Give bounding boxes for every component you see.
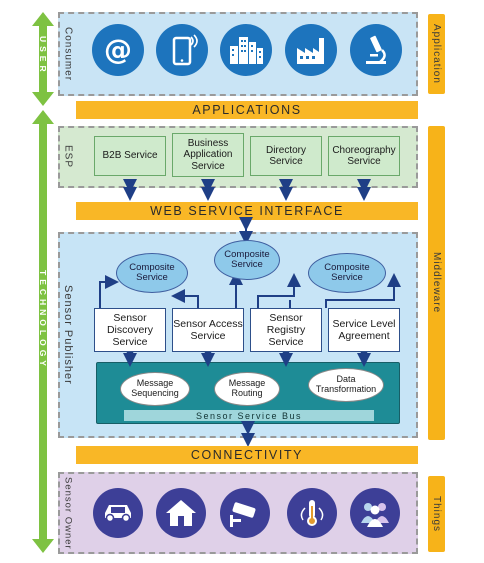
composite-service-right: Composite Service [308,253,386,293]
security-camera-icon [220,488,270,538]
svg-text:@: @ [104,33,132,66]
sensor-service-bus-label: Sensor Service Bus [124,410,374,421]
sensor-discovery-service-box: Sensor Discovery Service [94,308,166,352]
sensor-owner-label: Sensor Owner [62,476,74,550]
house-icon [156,488,206,538]
sensor-publisher-label: Sensor Publisher [62,285,74,385]
user-label: USER [38,36,48,76]
left-arrows [32,12,54,553]
consumer-label: Consumer [62,26,74,82]
b2b-service-box: B2B Service [94,136,166,176]
microscope-icon [350,24,402,76]
web-service-interface-bar: WEB SERVICE INTERFACE [76,202,418,220]
applications-bar: APPLICATIONS [76,101,418,119]
message-routing-ellipse: Message Routing [214,372,280,406]
composite-service-left: Composite Service [116,253,188,293]
business-application-service-box: Business Application Service [172,133,244,177]
sensor-registry-service-box: Sensor Registry Service [250,308,322,352]
factory-icon [285,24,337,76]
directory-service-box: Directory Service [250,136,322,176]
mobile-phone-icon [156,24,208,76]
technology-label: TECHNOLOGY [38,270,48,370]
data-transformation-ellipse: Data Transformation [308,368,384,402]
connectivity-bar: CONNECTIVITY [76,446,418,464]
composite-service-center: Composite Service [214,240,280,280]
thermometer-sensor-icon [287,488,337,538]
sensor-access-service-box: Sensor Access Service [172,308,244,352]
application-tab: Application [428,14,445,94]
service-level-agreement-box: Service Level Agreement [328,308,400,352]
esp-label: ESP [62,145,74,169]
message-sequencing-ellipse: Message Sequencing [120,372,190,406]
choreography-service-box: Choreography Service [328,136,400,176]
city-buildings-icon [220,24,272,76]
people-group-icon [350,488,400,538]
car-icon [93,488,143,538]
middleware-tab: Middleware [428,126,445,440]
things-tab: Things [428,476,445,552]
email-at-icon: @ [92,24,144,76]
